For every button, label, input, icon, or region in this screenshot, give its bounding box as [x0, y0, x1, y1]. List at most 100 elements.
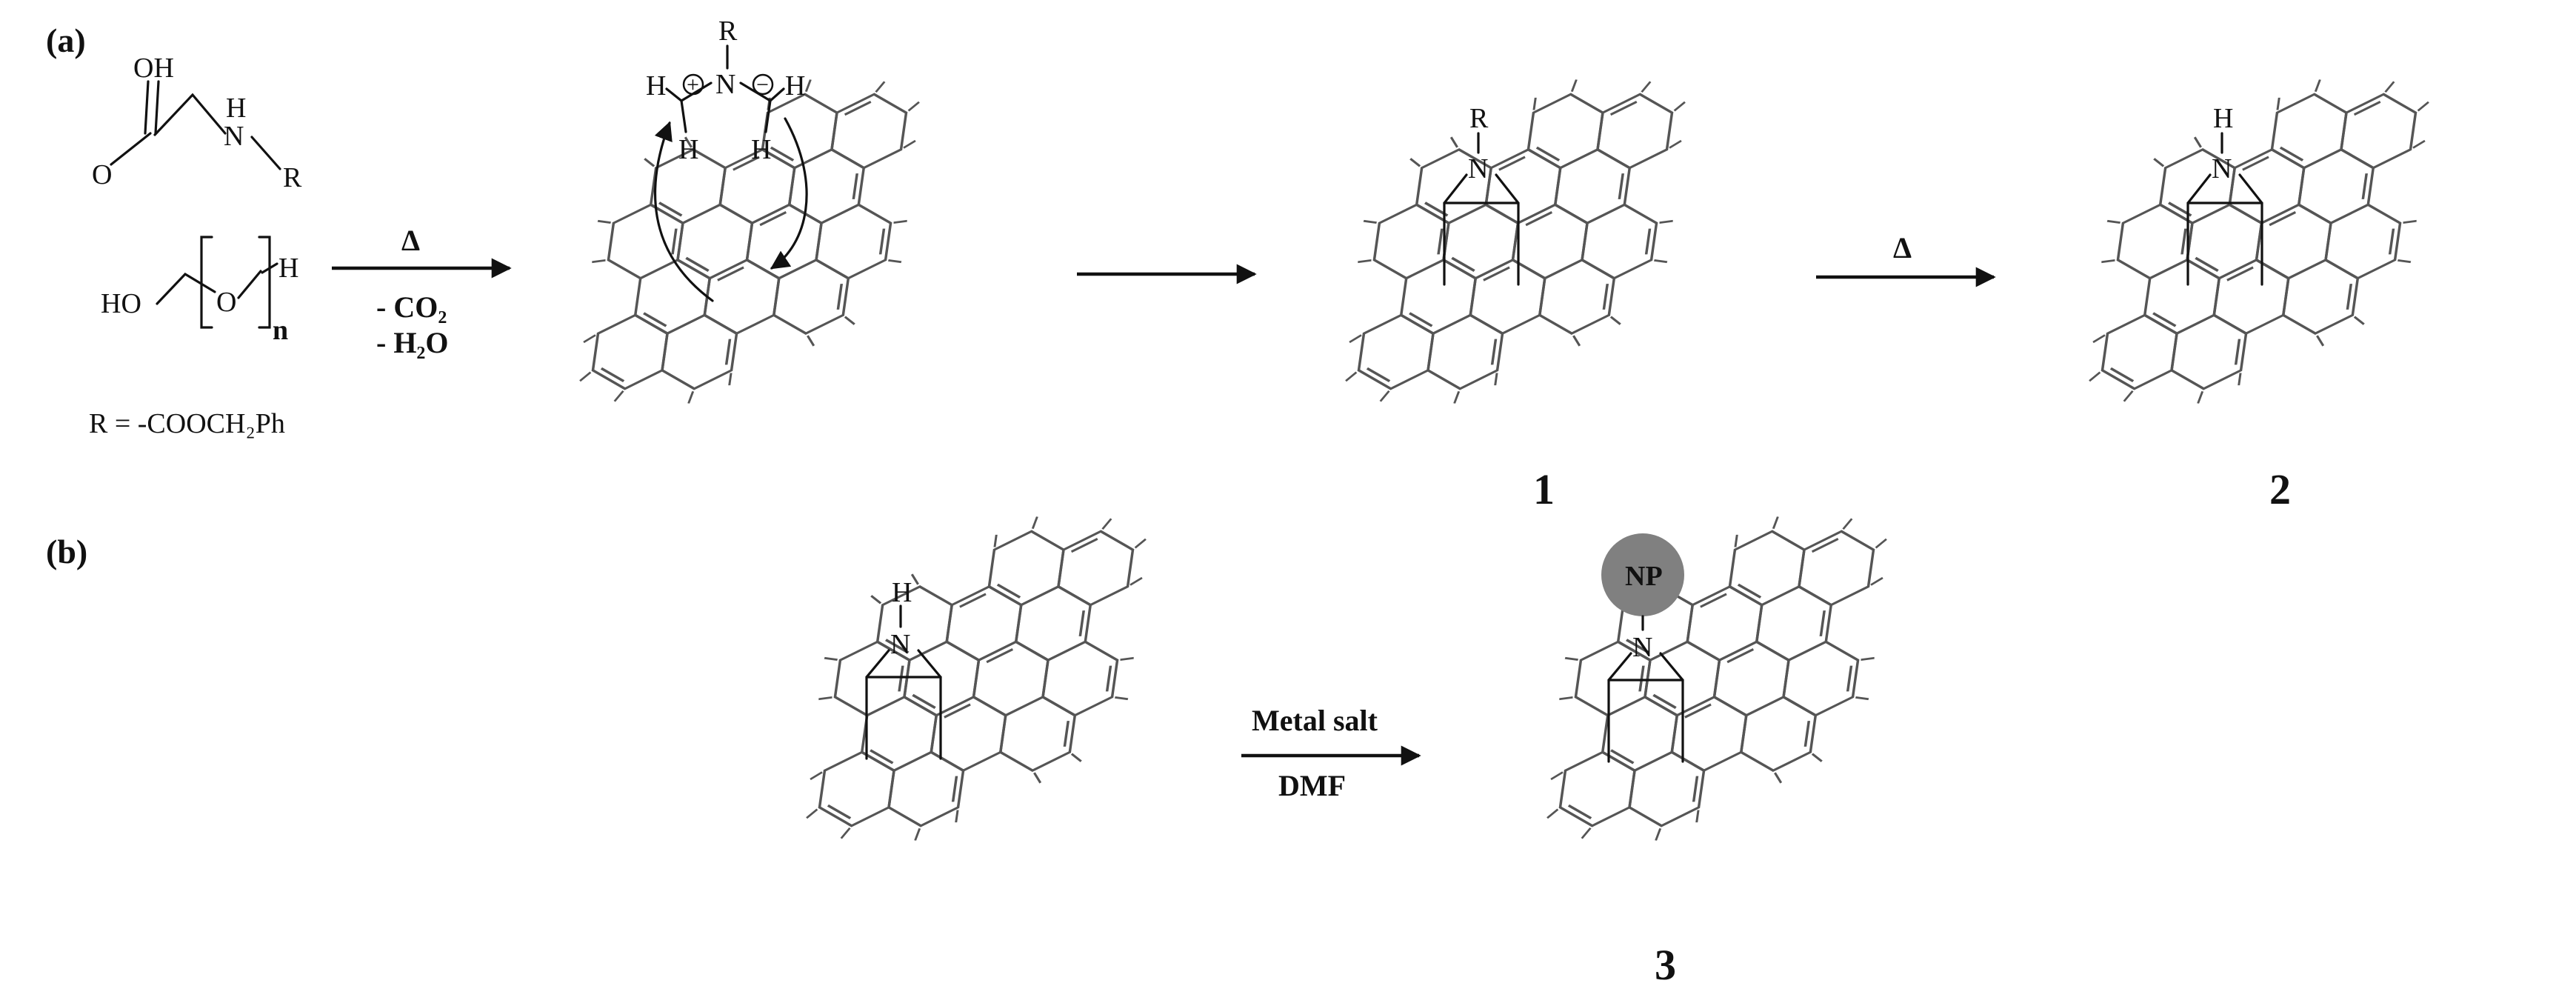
step4-dmf: DMF: [1278, 769, 1346, 802]
step1-arrow: Δ - CO₂ - H₂O: [332, 224, 512, 359]
edge-stub: [2353, 316, 2365, 325]
edge-stub: [1409, 158, 1421, 167]
edge-stub: [613, 390, 624, 402]
double-bond-line: [1652, 693, 1677, 709]
edge-stub: [1570, 79, 1578, 92]
edge-stub: [2106, 219, 2121, 224]
product2-n-label: N: [2212, 153, 2232, 184]
edge-stub: [993, 534, 998, 547]
edge-stub: [1641, 81, 1652, 93]
double-bond-line: [1437, 228, 1444, 255]
double-bond-line: [959, 593, 987, 608]
edge-stub: [1532, 97, 1537, 110]
panel-b-n-label: N: [890, 629, 910, 660]
edge-stub: [597, 219, 612, 224]
edge-stub: [1550, 771, 1564, 781]
double-bond-line: [836, 284, 844, 310]
edge-stub: [807, 335, 815, 347]
double-bond-line: [724, 339, 732, 365]
double-bond-line: [951, 776, 958, 802]
peg-h-label: H: [278, 253, 298, 284]
graphene-ring: [761, 93, 838, 170]
ho-label: HO: [101, 288, 141, 319]
step3-heat: Δ: [1893, 231, 1912, 264]
r-definition: R = -COOCH₂Ph: [89, 408, 285, 439]
double-bond-line: [1644, 228, 1652, 255]
edge-stub: [1609, 316, 1621, 325]
double-bond-line: [898, 665, 904, 692]
step1-byproduct-co2: - CO₂: [376, 290, 447, 324]
graphene-ring: [1057, 530, 1135, 607]
product3-n-label: N: [1632, 632, 1652, 663]
ylide-n-label: N: [715, 69, 735, 100]
edge-stub: [1546, 808, 1559, 819]
edge-stub: [1453, 391, 1461, 404]
edge-stub: [1581, 827, 1592, 839]
edge-stub: [1114, 696, 1129, 701]
graphene-ring: [2281, 258, 2360, 336]
panel-a-label: (a): [46, 21, 86, 59]
product1-r-label: R: [1469, 103, 1489, 134]
graphene-sheet-5: [1546, 516, 1887, 841]
double-bond-line: [870, 749, 894, 765]
graphene-ring: [1728, 530, 1806, 607]
edge-stub: [844, 316, 855, 325]
edge-stub: [1811, 753, 1823, 762]
edge-stub: [806, 808, 818, 819]
edge-stub: [1842, 518, 1853, 530]
graphene-ring: [772, 258, 850, 336]
double-bond-line: [717, 266, 744, 282]
edge-stub: [1559, 696, 1573, 701]
double-bond-line: [912, 693, 936, 709]
double-bond-line: [878, 228, 886, 255]
double-bond-line: [2226, 266, 2254, 282]
panel-b-h-label: H: [892, 577, 912, 608]
r-label: R: [283, 162, 302, 193]
double-bond-line: [2388, 228, 2395, 255]
edge-stub: [2193, 136, 2202, 148]
product1-pyrrolidine: R N: [1443, 103, 1520, 286]
double-bond-line: [1535, 146, 1561, 161]
double-bond-line: [1366, 367, 1391, 383]
product2-pyrrolidine: H N: [2186, 103, 2263, 286]
edge-stub: [1033, 772, 1042, 784]
double-bond-line: [2361, 173, 2368, 199]
edge-stub: [684, 136, 693, 148]
double-bond-line: [1609, 100, 1638, 116]
edge-stub: [1695, 810, 1700, 823]
graphene-ring: [703, 258, 781, 336]
product1-n-label: N: [1468, 153, 1488, 184]
edge-stub: [1358, 259, 1372, 264]
graphene-ring: [1596, 93, 1674, 170]
edge-stub: [2238, 373, 2242, 386]
double-bond-line: [600, 367, 625, 383]
double-bond-line: [1618, 173, 1624, 199]
step3-arrow: Δ: [1816, 231, 1996, 287]
nh-h-label: H: [226, 93, 246, 124]
edge-stub: [1134, 538, 1147, 549]
double-bond-line: [1483, 266, 1510, 282]
edge-stub: [875, 81, 886, 93]
graphene-ring: [1469, 258, 1546, 336]
double-bond-line: [996, 583, 1021, 599]
edge-stub: [1572, 335, 1581, 347]
double-bond-line: [986, 648, 1013, 664]
edge-stub: [840, 827, 851, 839]
double-bond-line: [2195, 256, 2219, 272]
double-bond-line: [1409, 312, 1433, 327]
step1-byproduct-h2o: - H₂O: [376, 326, 449, 359]
double-bond-line: [2269, 211, 2296, 227]
edge-stub: [810, 771, 823, 781]
graphene-ring: [2212, 258, 2290, 336]
edge-stub: [910, 573, 919, 585]
double-bond-line: [1567, 804, 1592, 820]
edge-stub: [1772, 516, 1779, 529]
graphene-ring: [1526, 93, 1604, 170]
edge-stub: [2276, 97, 2280, 110]
edge-stub: [824, 656, 838, 661]
graphene-ring: [998, 695, 1077, 773]
panel-b-label: (b): [46, 533, 87, 570]
np-label: NP: [1625, 561, 1663, 592]
ylide-h-right: H: [785, 70, 805, 101]
edge-stub: [804, 79, 812, 92]
